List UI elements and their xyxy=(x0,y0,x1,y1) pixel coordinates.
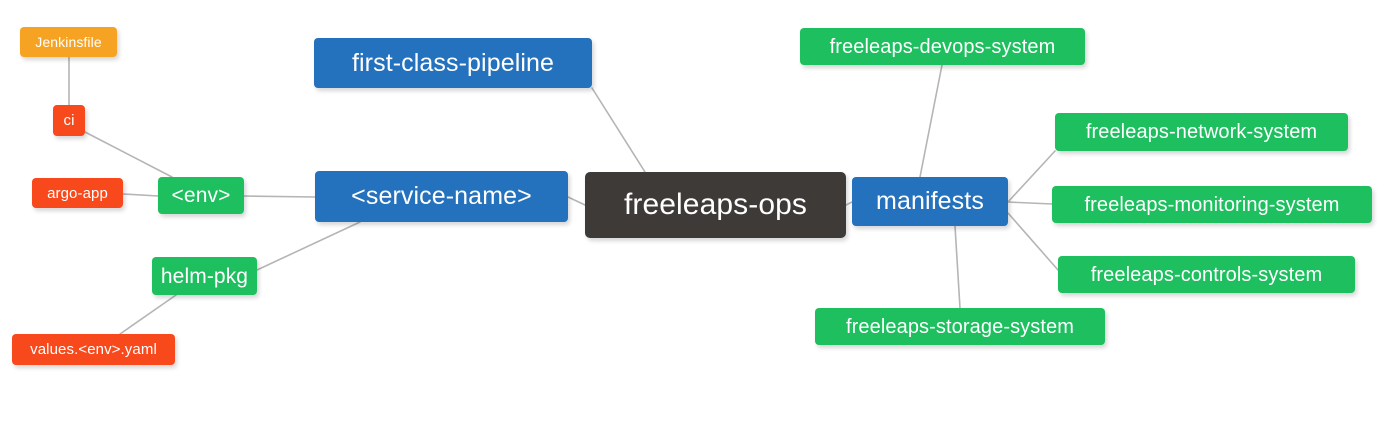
mindmap-node-freeleaps-ops[interactable]: freeleaps-ops xyxy=(585,172,846,238)
mindmap-node-argo-app[interactable]: argo-app xyxy=(32,178,123,208)
edge-manifests-to-freeleaps-storage-system xyxy=(954,225,961,309)
mindmap-node-label: helm-pkg xyxy=(160,264,249,288)
mindmap-node-label: freeleaps-monitoring-system xyxy=(1084,193,1340,216)
mindmap-node-first-class-pipeline[interactable]: first-class-pipeline xyxy=(314,38,592,88)
mindmap-node-freeleaps-network-system[interactable]: freeleaps-network-system xyxy=(1055,113,1348,151)
edge-helm-pkg-to-values-env-yaml xyxy=(119,294,177,335)
mindmap-node-label: freeleaps-ops xyxy=(623,188,808,221)
edge-manifests-to-freeleaps-devops-system xyxy=(919,64,943,178)
edge-freeleaps-ops-to-first-class-pipeline xyxy=(591,87,646,173)
mindmap-node-label: values.<env>.yaml xyxy=(30,341,157,358)
edge-freeleaps-ops-to-service-name xyxy=(567,196,586,206)
mindmap-node-label: argo-app xyxy=(47,184,108,202)
mindmap-node-freeleaps-monitoring-system[interactable]: freeleaps-monitoring-system xyxy=(1052,186,1372,223)
mindmap-node-env[interactable]: <env> xyxy=(158,177,244,214)
mindmap-node-manifests[interactable]: manifests xyxy=(852,177,1008,226)
mindmap-node-service-name[interactable]: <service-name> xyxy=(315,171,568,222)
edge-service-name-to-helm-pkg xyxy=(256,221,361,271)
mindmap-node-label: ci xyxy=(63,112,75,129)
edge-manifests-to-freeleaps-network-system xyxy=(1007,150,1056,203)
mindmap-node-label: freeleaps-controls-system xyxy=(1090,263,1323,286)
mindmap-node-freeleaps-controls-system[interactable]: freeleaps-controls-system xyxy=(1058,256,1355,293)
mindmap-node-freeleaps-storage-system[interactable]: freeleaps-storage-system xyxy=(815,308,1105,345)
mindmap-node-label: Jenkinsfile xyxy=(35,34,102,50)
mindmap-node-label: <env> xyxy=(171,184,231,207)
mindmap-node-freeleaps-devops-system[interactable]: freeleaps-devops-system xyxy=(800,28,1085,65)
mindmap-node-label: first-class-pipeline xyxy=(351,48,555,77)
mindmap-node-helm-pkg[interactable]: helm-pkg xyxy=(152,257,257,295)
mindmap-node-label: freeleaps-storage-system xyxy=(845,315,1075,338)
mindmap-node-label: freeleaps-devops-system xyxy=(829,35,1056,58)
mindmap-node-label: <service-name> xyxy=(351,182,532,210)
edge-service-name-to-env xyxy=(243,195,316,198)
mindmap-node-ci[interactable]: ci xyxy=(53,105,85,136)
mindmap-node-label: manifests xyxy=(876,187,984,215)
mindmap-node-values-env-yaml[interactable]: values.<env>.yaml xyxy=(12,334,175,365)
mindmap-node-Jenkinsfile[interactable]: Jenkinsfile xyxy=(20,27,117,57)
edge-manifests-to-freeleaps-controls-system xyxy=(1007,212,1059,271)
edge-env-to-ci xyxy=(84,131,173,178)
mindmap-node-label: freeleaps-network-system xyxy=(1085,121,1318,143)
edge-manifests-to-freeleaps-monitoring-system xyxy=(1007,201,1053,205)
edge-env-to-argo-app xyxy=(122,193,159,197)
